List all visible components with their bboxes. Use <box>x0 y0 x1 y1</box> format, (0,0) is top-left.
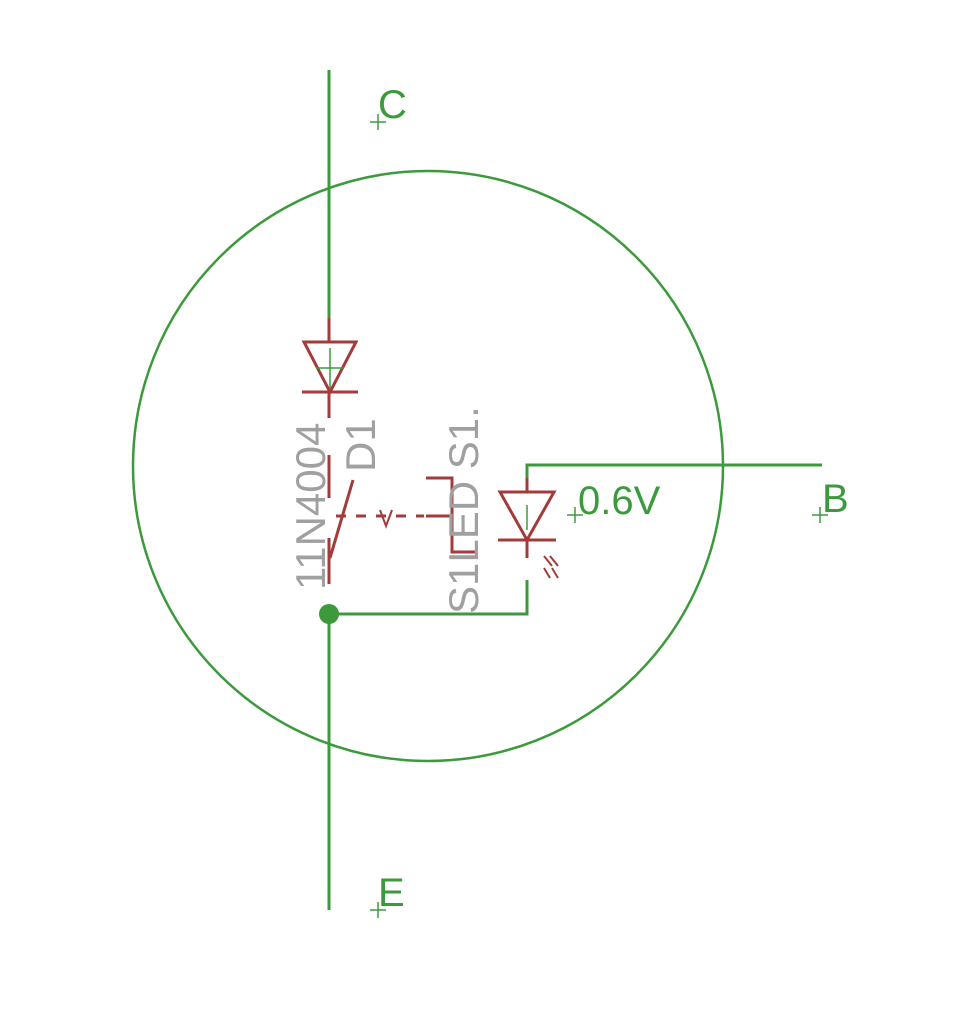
diode-name-label: D1 <box>337 418 384 472</box>
led-return-wire[interactable] <box>329 580 529 616</box>
base-label: B <box>822 477 849 521</box>
led-icon[interactable] <box>497 478 559 579</box>
voltage-label: 0.6V <box>578 479 661 523</box>
diode-value-label: 11N4004 <box>287 423 334 590</box>
base-wire[interactable] <box>525 463 822 490</box>
diode-icon[interactable] <box>301 318 359 418</box>
emitter-label: E <box>378 871 405 915</box>
switch-led-label: S1LED S1. <box>440 406 487 614</box>
junction-dot-icon <box>319 604 339 624</box>
origin-cross-icon <box>370 114 828 918</box>
collector-label: C <box>378 83 407 127</box>
switch-icon[interactable] <box>327 455 478 584</box>
